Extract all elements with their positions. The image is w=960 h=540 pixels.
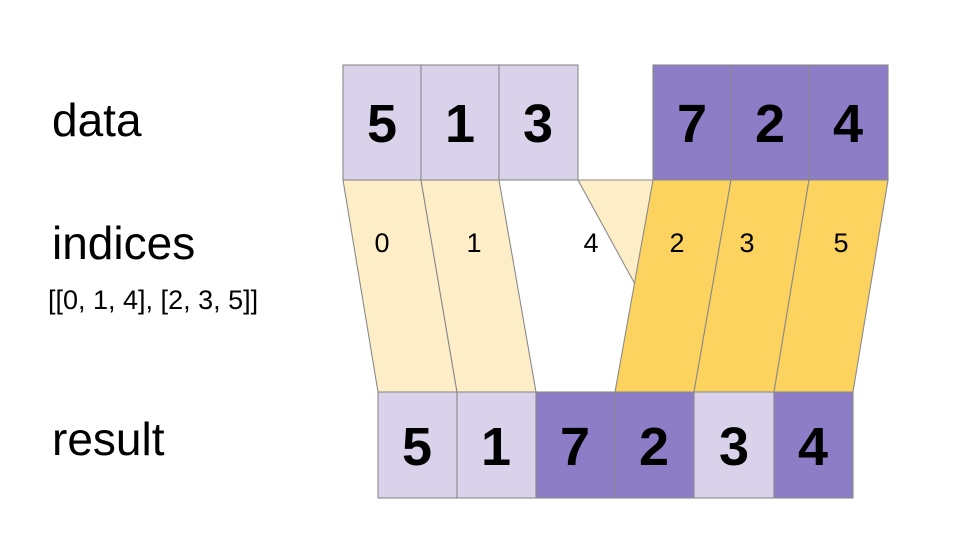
- data-row-label: data: [52, 94, 142, 146]
- data-cell-label: 2: [755, 94, 785, 154]
- result-row-label: result: [52, 413, 165, 465]
- data-cell: [420, 64, 500, 181]
- data-row: 5 1 3 7 2 4: [342, 64, 889, 181]
- result-cell: [456, 391, 537, 499]
- data-cell: [652, 64, 732, 181]
- result-cell: [693, 391, 775, 499]
- data-cell: [342, 64, 422, 181]
- data-cell-label: 4: [833, 94, 863, 154]
- result-cell: [535, 391, 616, 499]
- result-cell: [773, 391, 854, 499]
- indices-value-label: [[0, 1, 4], [2, 3, 5]]: [48, 285, 258, 315]
- result-cell-label: 1: [481, 417, 511, 477]
- index-label: 1: [466, 228, 481, 258]
- result-cell-label: 5: [402, 417, 432, 477]
- data-cell: [730, 64, 810, 181]
- index-label: 4: [583, 228, 598, 258]
- index-label: 0: [374, 228, 389, 258]
- result-cell-label: 3: [719, 417, 749, 477]
- result-cell-label: 7: [560, 417, 590, 477]
- data-cell-label: 3: [523, 94, 553, 154]
- index-label-group: 0 1 4 2 3 5: [374, 228, 848, 258]
- data-cell: [808, 64, 889, 181]
- indices-row-label: indices: [52, 217, 195, 269]
- data-cell-label: 7: [677, 94, 707, 154]
- data-cell: [498, 64, 579, 181]
- ribbon-group: [342, 179, 889, 393]
- result-cell-label: 4: [798, 417, 828, 477]
- index-label: 5: [833, 228, 848, 258]
- result-row: 5 1 7 2 3 4: [377, 391, 854, 499]
- result-cell-label: 2: [639, 417, 669, 477]
- index-label: 3: [739, 228, 754, 258]
- data-cell-label: 1: [445, 94, 475, 154]
- data-cell-label: 5: [367, 94, 397, 154]
- row-label-group: data indices [[0, 1, 4], [2, 3, 5]] resu…: [48, 94, 258, 465]
- index-label: 2: [669, 228, 684, 258]
- result-cell: [614, 391, 695, 499]
